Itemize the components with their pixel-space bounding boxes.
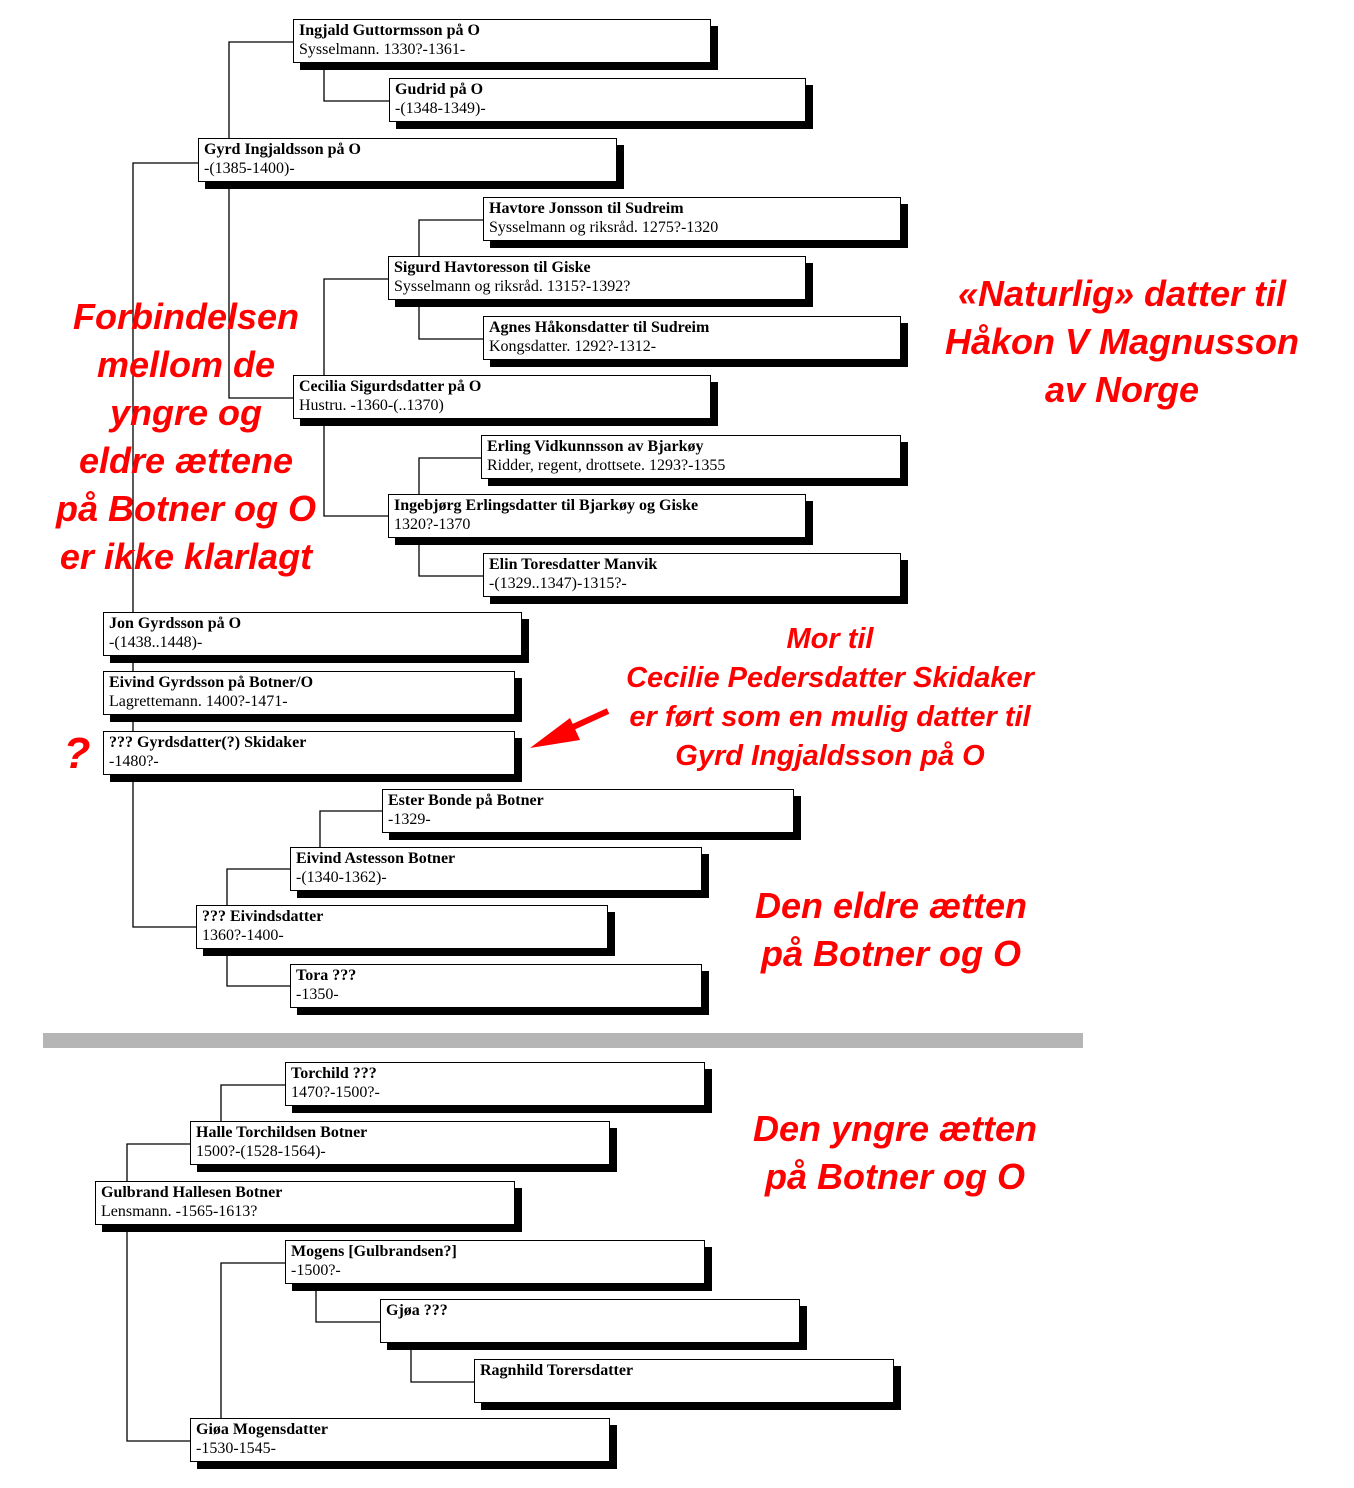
annotation-line: eldre ættene [78, 440, 294, 481]
person-name: Gudrid på O [395, 81, 484, 98]
annotation-line: Den eldre ætten [754, 885, 1028, 926]
annotation-naturlig-datter: «Naturlig» datter til Håkon V Magnusson … [912, 270, 1332, 414]
person-name: ??? Gyrdsdatter(?) Skidaker [109, 734, 307, 751]
arrow-to-gyrdsdatter [530, 708, 610, 748]
person-name: Ester Bonde på Botner [388, 792, 544, 809]
annotation-yngre-aetten: Den yngre ætten på Botner og O [712, 1105, 1078, 1201]
annotation-line: Den yngre ætten [752, 1108, 1038, 1149]
person-name: Gyrd Ingjaldsson på O [204, 141, 361, 158]
person-detail: -(1348-1349)- [395, 100, 486, 117]
person-sigurd-havtoresson: Sigurd Havtoresson til Giske Sysselmann … [388, 256, 806, 300]
person-detail: -(1438..1448)- [109, 634, 203, 651]
annotation-line: på Botner og O [761, 933, 1021, 974]
person-havtore-jonsson: Havtore Jonsson til Sudreim Sysselmann o… [483, 197, 901, 241]
person-name: Havtore Jonsson til Sudreim [489, 200, 684, 217]
person-name: Elin Toresdatter Manvik [489, 556, 658, 573]
annotation-mor-til: Mor til Cecilie Pedersdatter Skidaker er… [580, 620, 1080, 776]
person-eivind-astesson: Eivind Astesson Botner -(1340-1362)- [290, 847, 702, 891]
person-tora: Tora ??? -1350- [290, 964, 702, 1008]
person-torchild: Torchild ??? 1470?-1500?- [285, 1062, 705, 1106]
person-gjoa: Gjøa ??? [380, 1299, 800, 1343]
person-ingjald-guttormsson: Ingjald Guttormsson på O Sysselmann. 133… [293, 19, 711, 63]
annotation-line: Mor til [786, 623, 874, 655]
person-name: Torchild ??? [291, 1065, 377, 1082]
person-ester-bonde: Ester Bonde på Botner -1329- [382, 789, 794, 833]
person-detail: -1350- [296, 986, 339, 1003]
annotation-line: er ikke klarlagt [59, 536, 313, 577]
person-eivind-gyrdsson: Eivind Gyrdsson på Botner/O Lagrettemann… [103, 671, 515, 715]
person-ragnhild-torersdatter: Ragnhild Torersdatter [474, 1359, 894, 1403]
person-halle-torchildsen: Halle Torchildsen Botner 1500?-(1528-156… [190, 1121, 610, 1165]
person-detail: -(1329..1347)-1315?- [489, 575, 627, 592]
person-name: Halle Torchildsen Botner [196, 1124, 368, 1141]
annotation-line: på Botner og O [765, 1156, 1025, 1197]
person-name: Ragnhild Torersdatter [480, 1362, 634, 1379]
person-name: Cecilia Sigurdsdatter på O [299, 378, 482, 395]
person-detail: 1470?-1500?- [291, 1084, 380, 1101]
person-detail: 1500?-(1528-1564)- [196, 1143, 326, 1160]
section-separator [43, 1033, 1083, 1048]
person-detail: Hustru. -1360-(..1370) [299, 397, 444, 414]
person-detail: -1480?- [109, 753, 159, 770]
person-name: Mogens [Gulbrandsen?] [291, 1243, 457, 1260]
person-detail: 1320?-1370 [394, 516, 471, 533]
annotation-line: er ført som en mulig datter til [629, 701, 1031, 733]
person-detail: Lagrettemann. 1400?-1471- [109, 693, 288, 710]
person-eivindsdatter: ??? Eivindsdatter 1360?-1400- [196, 905, 608, 949]
person-elin-toresdatter: Elin Toresdatter Manvik -(1329..1347)-13… [483, 553, 901, 597]
annotation-line: Cecilie Pedersdatter Skidaker [626, 662, 1034, 694]
person-detail: -(1385-1400)- [204, 160, 295, 177]
question-mark: ? [63, 729, 91, 778]
person-name: Gjøa ??? [386, 1302, 448, 1319]
person-detail: Sysselmann. 1330?-1361- [299, 41, 466, 58]
person-detail: 1360?-1400- [202, 927, 284, 944]
annotation-line: mellom de [96, 344, 276, 385]
annotation-forbindelsen: Forbindelsen mellom de yngre og eldre æt… [26, 293, 346, 581]
person-name: Ingjald Guttormsson på O [299, 22, 480, 39]
person-gudrid: Gudrid på O -(1348-1349)- [389, 78, 806, 122]
person-name: Eivind Gyrdsson på Botner/O [109, 674, 314, 691]
person-name: Gulbrand Hallesen Botner [101, 1184, 283, 1201]
person-detail: -1530-1545- [196, 1440, 276, 1457]
annotation-line: Forbindelsen [72, 296, 300, 337]
person-detail: -1329- [388, 811, 431, 828]
person-detail: -1500?- [291, 1262, 341, 1279]
person-ingebjorg-erlingsdatter: Ingebjørg Erlingsdatter til Bjarkøy og G… [388, 494, 806, 538]
person-gulbrand-hallesen: Gulbrand Hallesen Botner Lensmann. -1565… [95, 1181, 515, 1225]
person-detail: Sysselmann og riksråd. 1315?-1392? [394, 278, 631, 295]
annotation-line: på Botner og O [56, 488, 316, 529]
person-name: Agnes Håkonsdatter til Sudreim [489, 319, 710, 336]
person-detail: Kongsdatter. 1292?-1312- [489, 338, 657, 355]
annotation-line: Gyrd Ingjaldsson på O [675, 740, 985, 772]
annotation-line: Håkon V Magnusson [944, 321, 1300, 362]
person-name: Ingebjørg Erlingsdatter til Bjarkøy og G… [394, 497, 699, 514]
person-gioa-mogensdatter: Giøa Mogensdatter -1530-1545- [190, 1418, 610, 1462]
person-jon-gyrdsson: Jon Gyrdsson på O -(1438..1448)- [103, 612, 522, 656]
person-agnes-hakonsdatter: Agnes Håkonsdatter til Sudreim Kongsdatt… [483, 316, 901, 360]
person-detail: Ridder, regent, drottsete. 1293?-1355 [487, 457, 726, 474]
person-mogens-gulbrandsen: Mogens [Gulbrandsen?] -1500?- [285, 1240, 705, 1284]
person-gyrd-ingjaldsson: Gyrd Ingjaldsson på O -(1385-1400)- [198, 138, 617, 182]
person-erling-vidkunnsson: Erling Vidkunnsson av Bjarkøy Ridder, re… [481, 435, 901, 479]
person-name: Erling Vidkunnsson av Bjarkøy [487, 438, 704, 455]
person-gyrdsdatter-skidaker: ??? Gyrdsdatter(?) Skidaker -1480?- [103, 731, 515, 775]
person-name: Giøa Mogensdatter [196, 1421, 328, 1438]
annotation-line: av Norge [1044, 369, 1200, 410]
person-detail: Lensmann. -1565-1613? [101, 1203, 258, 1220]
person-name: Jon Gyrdsson på O [109, 615, 242, 632]
person-name: Eivind Astesson Botner [296, 850, 456, 867]
person-name: Sigurd Havtoresson til Giske [394, 259, 591, 276]
annotation-eldre-aetten: Den eldre ætten på Botner og O [716, 882, 1066, 978]
person-detail: Sysselmann og riksråd. 1275?-1320 [489, 219, 719, 236]
annotation-line: yngre og [109, 392, 262, 433]
person-name: ??? Eivindsdatter [202, 908, 324, 925]
person-cecilia-sigurdsdatter: Cecilia Sigurdsdatter på O Hustru. -1360… [293, 375, 711, 419]
annotation-line: «Naturlig» datter til [957, 273, 1287, 314]
person-name: Tora ??? [296, 967, 357, 984]
person-detail: -(1340-1362)- [296, 869, 387, 886]
